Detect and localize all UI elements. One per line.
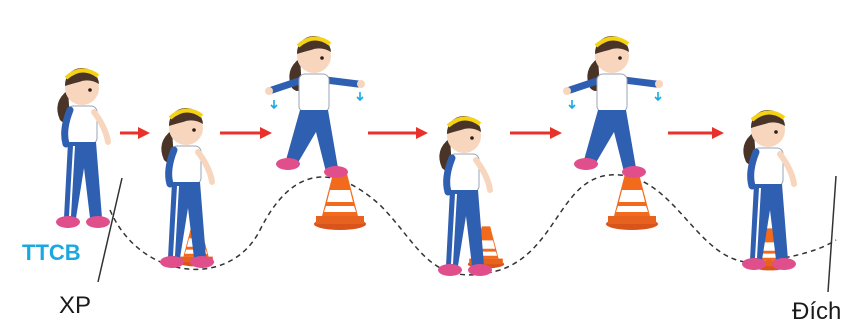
cone-4 [606,170,658,230]
ready-stance-label: TTCB [22,240,81,266]
start-label: XP [59,292,91,320]
right-arrow-icon [668,127,724,139]
finish-line [828,176,836,292]
girl-figure-1 [56,68,110,228]
girl-figure-5 [563,36,663,178]
finish-label: Đích [792,298,841,326]
girl-figure-3 [265,36,365,178]
right-arrow-icon [120,127,150,139]
cone-2 [314,170,366,230]
start-line [98,178,122,282]
arrow-group [120,127,724,139]
right-arrow-icon [220,127,272,139]
right-arrow-icon [510,127,562,139]
right-arrow-icon [368,127,428,139]
